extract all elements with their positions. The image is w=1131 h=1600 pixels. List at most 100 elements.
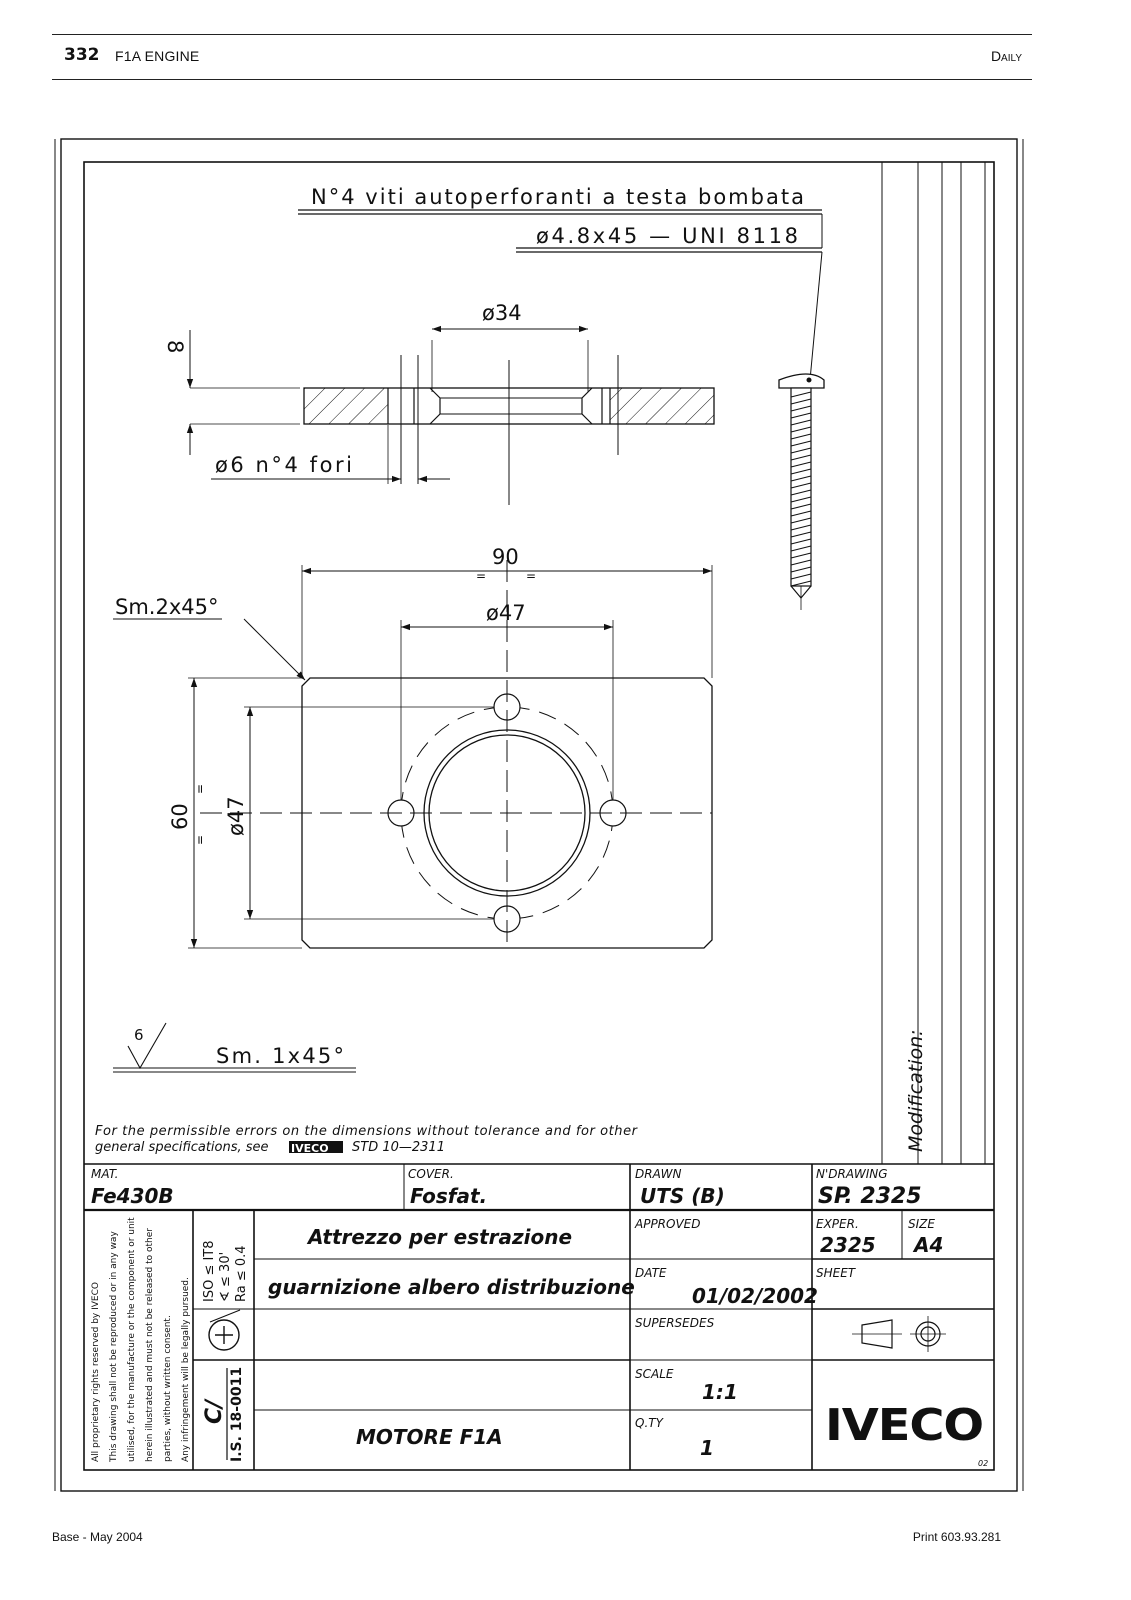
screw-thread-line xyxy=(790,538,812,545)
roughness-value: 6 xyxy=(134,1026,144,1044)
screw-thread-line xyxy=(790,566,812,573)
screw-thread-line xyxy=(790,426,812,433)
exper-value: 2325 xyxy=(820,1233,876,1257)
dim-hole-dia: ø34 xyxy=(482,301,522,325)
equal-mark-2: = xyxy=(526,569,536,583)
screw-thread-line xyxy=(790,489,812,496)
screw-thread-line xyxy=(790,580,812,587)
approved-label: APPROVED xyxy=(634,1217,701,1231)
mat-value: Fe430B xyxy=(91,1184,174,1208)
footer-right: Print 603.93.281 xyxy=(912,1530,1001,1544)
footer-left: Base - May 2004 xyxy=(52,1530,143,1544)
dim-width: 90 xyxy=(492,545,519,569)
screw-thread-line xyxy=(790,419,812,426)
scale-label: SCALE xyxy=(635,1367,674,1381)
screw-thread-line xyxy=(790,412,812,419)
screw-thread-line xyxy=(790,391,812,398)
chamfer-bottom: Sm. 1x45° xyxy=(216,1044,344,1068)
modification-strip xyxy=(881,162,986,1164)
screw-thread-line xyxy=(790,405,812,412)
sheet-code: 02 xyxy=(978,1459,988,1468)
cover-label: COVER. xyxy=(408,1167,454,1181)
size-value: A4 xyxy=(912,1233,943,1257)
dim-bolt-circle-vertical: ø47 xyxy=(224,796,248,836)
section-title: F1A ENGINE xyxy=(115,48,200,64)
is-code: I.S. 18-0011 xyxy=(229,1367,245,1462)
dim-thickness: 8 xyxy=(163,340,187,353)
equal-mark-3: = xyxy=(193,784,207,794)
rights-line-2: This drawing shall not be reproduced or … xyxy=(109,1231,119,1463)
description-line3: MOTORE F1A xyxy=(356,1425,503,1449)
equal-mark-1: = xyxy=(476,569,486,583)
screw-note-spec: ø4.8x45 — UNI 8118 xyxy=(536,224,798,248)
screw-thread-line xyxy=(790,573,812,580)
exper-label: EXPER. xyxy=(816,1217,859,1231)
screw-thread-line xyxy=(790,475,812,482)
tolerance-note-line1: For the permissible errors on the dimens… xyxy=(95,1124,639,1139)
page-number: 332 xyxy=(64,45,100,65)
screw-thread-line xyxy=(790,482,812,489)
screw-thread-line xyxy=(790,545,812,552)
description-line2: guarnizione albero distribuzione xyxy=(268,1275,635,1299)
drawing-frame xyxy=(54,138,1024,1492)
screw-thread-line xyxy=(790,552,812,559)
screw-thread-line xyxy=(790,517,812,524)
iso-roughness: Ra ≤ 0.4 xyxy=(234,1245,249,1302)
date-value: 01/02/2002 xyxy=(692,1284,818,1308)
description-line1: Attrezzo per estrazione xyxy=(306,1225,572,1249)
size-label: SIZE xyxy=(908,1217,935,1231)
dim-bolt-circle: ø47 xyxy=(486,601,526,625)
screw-thread-line xyxy=(790,510,812,517)
section-view xyxy=(186,325,715,505)
mat-label: MAT. xyxy=(91,1167,118,1181)
tolerance-note-std: STD 10—2311 xyxy=(352,1140,445,1155)
screw-thread-line xyxy=(790,468,812,475)
rights-line-1: All proprietary rights reserved by IVECO xyxy=(91,1282,101,1462)
page-header: 332 F1A ENGINE Daily xyxy=(52,34,1032,80)
plate-plan-view xyxy=(113,560,713,949)
screw-note-title: N°4 viti autoperforanti a testa bombata xyxy=(311,185,804,209)
screw-thread-line xyxy=(790,398,812,405)
ndrawing-label: N'DRAWING xyxy=(816,1167,888,1181)
screw-thread-line xyxy=(790,503,812,510)
drawn-value: UTS (B) xyxy=(640,1184,725,1208)
rights-line-6: Any infringement will be legally pursued… xyxy=(181,1277,191,1462)
date-label: DATE xyxy=(635,1266,667,1280)
screw-thread-line xyxy=(790,496,812,503)
screw-thread-line xyxy=(790,447,812,454)
iveco-logo: IVECO xyxy=(825,1400,983,1451)
tolerance-note-line2: general specifications, see xyxy=(95,1140,269,1155)
class-code: C/ xyxy=(202,1398,227,1424)
rights-line-3: utilised, for the manufacture or the com… xyxy=(127,1217,137,1462)
iso-tolerance: ISO ≤ IT8 xyxy=(202,1240,217,1302)
roughness-symbol xyxy=(113,1022,356,1073)
drawn-label: DRAWN xyxy=(635,1167,681,1181)
iso-angle: ∢ ≤ 30' xyxy=(218,1252,233,1302)
rights-line-4: herein illustrated and must not be relea… xyxy=(145,1228,155,1462)
screw-thread-line xyxy=(790,524,812,531)
rights-line-5: parties, without written consent. xyxy=(163,1315,173,1462)
crosshair-symbol xyxy=(208,1309,241,1351)
supersedes-label: SUPERSEDES xyxy=(635,1316,715,1330)
equal-mark-4: = xyxy=(193,835,207,845)
dim-height: 60 xyxy=(168,803,192,830)
screw-thread-line xyxy=(790,531,812,538)
qty-label: Q.TY xyxy=(635,1416,665,1430)
model-name: Daily xyxy=(990,48,1022,64)
cover-value: Fosfat. xyxy=(410,1184,487,1208)
qty-value: 1 xyxy=(700,1436,714,1460)
modification-label: Modification: xyxy=(905,1029,927,1152)
iveco-mini-logo: IVECO xyxy=(291,1142,329,1155)
screw-thread-line xyxy=(790,461,812,468)
scale-value: 1:1 xyxy=(702,1380,738,1404)
screw-thread-line xyxy=(790,559,812,566)
sheet-label: SHEET xyxy=(816,1266,857,1280)
chamfer-top: Sm.2x45° xyxy=(115,595,218,619)
screw-thread-line xyxy=(790,454,812,461)
dim-holes: ø6 n°4 fori xyxy=(215,453,352,477)
title-block xyxy=(84,1163,994,1470)
ndrawing-value: SP. 2325 xyxy=(818,1184,922,1209)
screw-illustration xyxy=(778,373,825,610)
rights-statement: All proprietary rights reserved by IVECO… xyxy=(91,1217,191,1463)
